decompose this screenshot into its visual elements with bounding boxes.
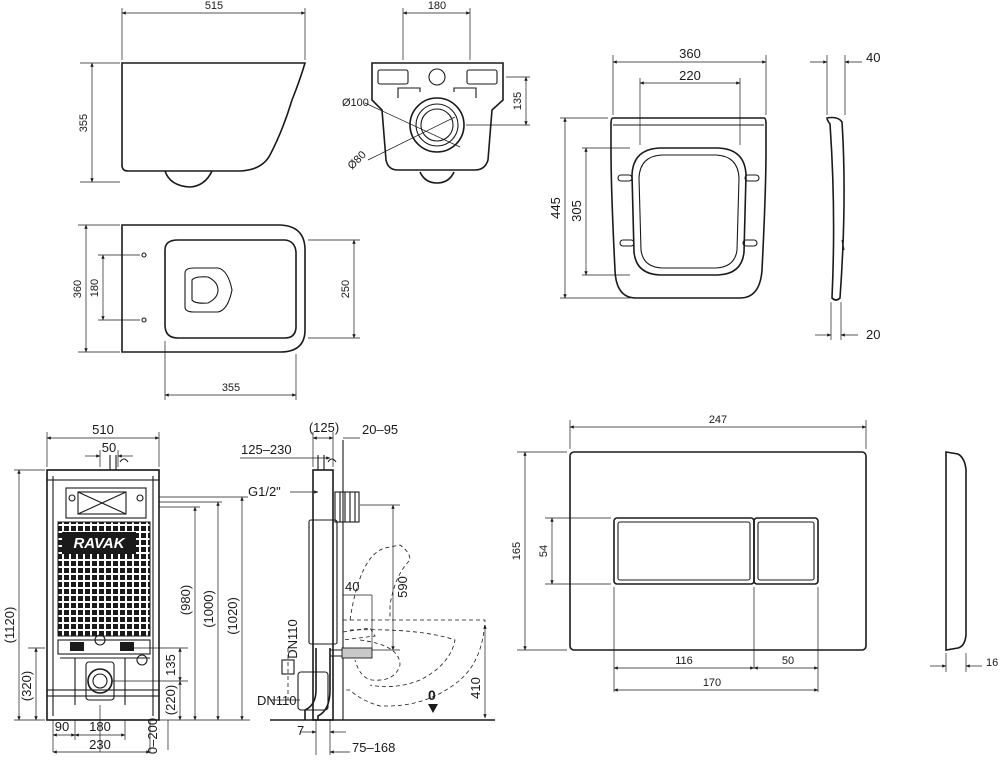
flush-plate-front: 247 165 54 116 50 170 — [511, 414, 867, 692]
bowl-top-rim — [164, 239, 297, 339]
seat-outline — [610, 117, 767, 299]
fixing-hole-bottom — [141, 317, 147, 323]
dim-seat-side-bottom: 20 — [866, 327, 880, 342]
back-slot-left — [377, 69, 409, 85]
seat-opening — [631, 147, 747, 276]
dim-frame-980: (980) — [178, 585, 193, 615]
dim-inlet-diameter: Ø80 — [346, 149, 369, 172]
dim-frame-320: (320) — [19, 671, 34, 701]
dim-side-dn-top: DN110 — [285, 619, 300, 659]
dim-frame-135: 135 — [163, 654, 178, 676]
dim-frame-230: 230 — [89, 737, 111, 752]
brand-plate — [62, 532, 136, 554]
flush-plate-side: 16 — [930, 451, 998, 672]
bowl-front-outline — [121, 62, 307, 172]
brand-logo: RAVAK — [73, 535, 125, 552]
dim-bowl-height: 355 — [78, 114, 90, 132]
dim-top-fixing: 180 — [89, 279, 101, 297]
seat-side-view: 40 20 — [810, 50, 880, 342]
dim-seat-width: 360 — [679, 46, 701, 61]
dim-top-length: 355 — [222, 382, 240, 394]
dim-plate-button-height: 54 — [538, 545, 550, 557]
dim-frame-1000: (1000) — [201, 590, 216, 628]
wc-bowl-outline — [343, 619, 486, 707]
dim-plate-large-button: 116 — [675, 655, 693, 667]
dim-top-inner: 250 — [340, 280, 352, 298]
dim-frame-total-height: (1120) — [2, 607, 17, 644]
dim-zero: 0 — [428, 687, 436, 703]
dim-side-7: 7 — [297, 723, 304, 738]
outlet-ring-outer — [409, 97, 465, 153]
dim-side-40: 40 — [345, 579, 359, 594]
dim-side-dn-bottom: DN110 — [257, 693, 297, 708]
dim-plate-height: 165 — [511, 542, 523, 560]
dim-seat-length: 445 — [548, 197, 563, 219]
dim-side-75-168: 75–168 — [352, 740, 395, 755]
dim-outlet-diameter: Ø100 — [342, 97, 369, 109]
bowl-back-view: 180 135 Ø100 Ø80 — [342, 0, 530, 184]
dim-frame-width: 510 — [92, 422, 114, 437]
seat-side-profile — [826, 116, 845, 301]
dim-side-20-95: 20–95 — [362, 422, 398, 437]
bowl-front-view: 515 355 — [78, 0, 307, 188]
drain-pipe — [85, 661, 115, 701]
dim-seat-inner-width: 220 — [679, 68, 701, 83]
dim-frame-180: 180 — [89, 719, 111, 734]
dim-frame-220: (220) — [163, 685, 178, 715]
cistern-side — [308, 519, 338, 645]
bowl-back-outline — [371, 62, 504, 171]
back-outlet-lip — [419, 171, 455, 184]
dim-plate-small-button: 50 — [782, 655, 794, 667]
drain-elbow — [304, 648, 331, 720]
dim-side-125-230: 125–230 — [241, 442, 292, 457]
dim-seat-side-top: 40 — [866, 50, 880, 65]
frame-front-view: RAVAK 510 50 (1120) — [2, 422, 250, 754]
bowl-top-opening — [184, 267, 233, 313]
frame-side-view: 0 (125) 20–95 125–230 G1/2" 590 40 DN110… — [240, 420, 495, 755]
bowl-top-view: 360 180 250 355 — [72, 224, 360, 400]
back-slot-right — [466, 69, 498, 85]
dim-back-width: 180 — [428, 0, 446, 12]
dim-frame-0-200: 0–200 — [145, 718, 160, 754]
bowl-top-outline — [121, 224, 306, 353]
dim-frame-1020: (1020) — [225, 597, 240, 635]
dim-side-125: (125) — [309, 420, 339, 435]
dim-frame-90: 90 — [55, 719, 69, 734]
dim-top-width: 360 — [72, 280, 84, 298]
flush-plate-outline — [569, 451, 867, 651]
zero-marker — [428, 704, 438, 713]
dim-seat-inner-length: 305 — [569, 200, 584, 222]
seat-top-view: 360 220 445 305 — [548, 46, 767, 299]
dim-flush-offset: 50 — [102, 440, 116, 455]
outlet-ring-inner — [420, 108, 454, 142]
dim-plate-buttons-total: 170 — [703, 677, 721, 689]
dim-bowl-width: 515 — [205, 0, 223, 12]
bowl-outlet-bottom — [164, 170, 213, 188]
dim-side-590: 590 — [395, 576, 410, 598]
flush-button-large[interactable] — [613, 517, 755, 585]
back-water-inlet — [428, 68, 446, 86]
flush-plate-side-profile — [945, 451, 967, 651]
dim-plate-depth: 16 — [986, 657, 998, 669]
dim-side-410: 410 — [468, 677, 483, 699]
fixing-hole-top — [141, 252, 147, 258]
flush-button-small[interactable] — [753, 517, 819, 585]
dim-back-offset: 135 — [512, 92, 524, 110]
dim-side-thread: G1/2" — [248, 484, 281, 499]
dim-plate-width: 247 — [709, 414, 727, 426]
